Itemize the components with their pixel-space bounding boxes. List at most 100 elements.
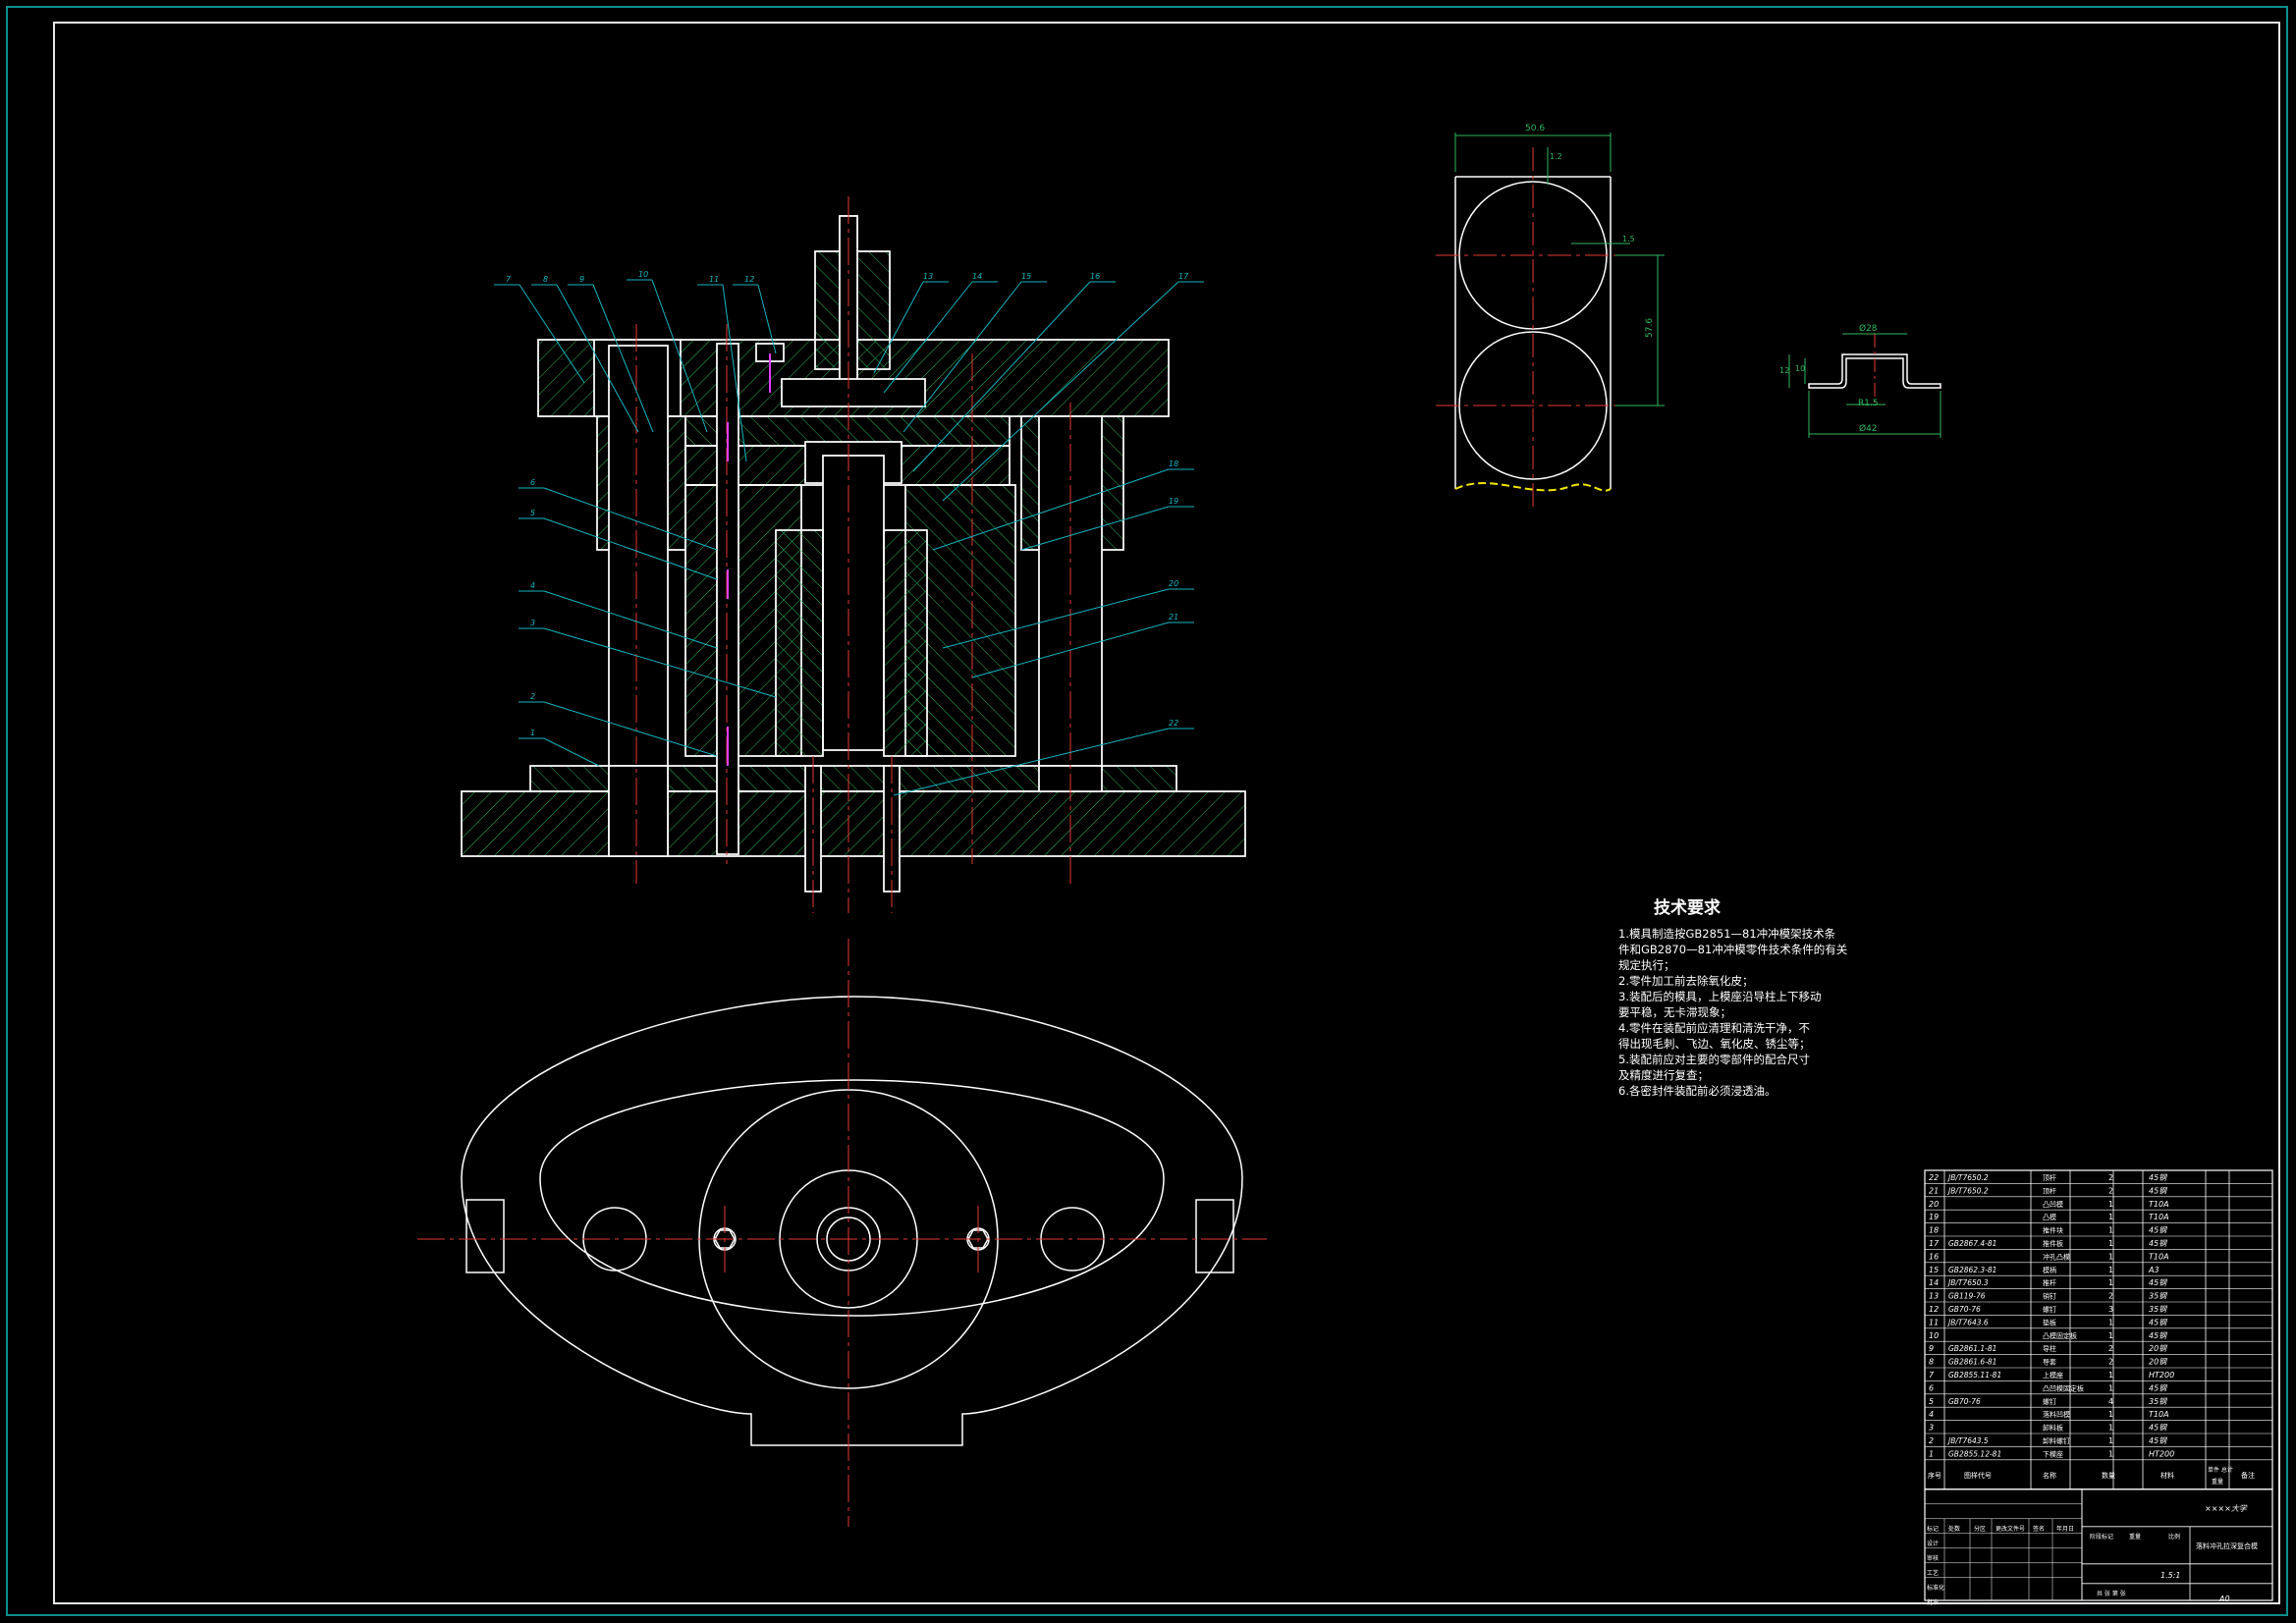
svg-text:11: 11: [1929, 1318, 1939, 1326]
svg-text:12: 12: [1779, 366, 1789, 375]
tech-line: 规定执行；: [1618, 958, 1675, 972]
callout-number: 1: [530, 729, 535, 737]
svg-text:上模座: 上模座: [2043, 1371, 2063, 1380]
svg-text:A3: A3: [2148, 1266, 2159, 1274]
svg-text:35钢: 35钢: [2149, 1292, 2167, 1301]
svg-text:50.6: 50.6: [1525, 124, 1545, 134]
svg-text:螺钉: 螺钉: [2043, 1397, 2056, 1406]
svg-text:批准: 批准: [1927, 1598, 1939, 1606]
svg-text:GB2862.3-81: GB2862.3-81: [1948, 1266, 1996, 1274]
svg-text:1: 1: [2108, 1318, 2113, 1326]
svg-text:1: 1: [2108, 1266, 2113, 1274]
callout-7: 7: [494, 275, 585, 384]
tech-line: 6.各密封件装配前必须浸透油。: [1618, 1084, 1777, 1098]
svg-text:35钢: 35钢: [2149, 1305, 2167, 1314]
callout-number: 11: [709, 275, 719, 284]
svg-text:序号: 序号: [1928, 1471, 1941, 1480]
svg-text:T10A: T10A: [2149, 1410, 2169, 1419]
callout-number: 4: [530, 581, 535, 590]
svg-text:顶杆: 顶杆: [2043, 1173, 2056, 1182]
svg-text:3: 3: [2108, 1305, 2113, 1314]
svg-text:审核: 审核: [1927, 1554, 1939, 1562]
svg-text:卸料板: 卸料板: [2043, 1424, 2063, 1433]
svg-text:更改文件号: 更改文件号: [1995, 1525, 2025, 1533]
bolt-threads: [727, 353, 771, 766]
callout-2: 2: [519, 692, 718, 757]
svg-text:1: 1: [2108, 1424, 2113, 1433]
callout-number: 22: [1169, 719, 1178, 728]
callout-17: 17: [942, 272, 1204, 502]
svg-text:冲孔凸模: 冲孔凸模: [2043, 1252, 2070, 1261]
tech-line: 5.装配前应对主要的零部件的配合尺寸: [1618, 1053, 1810, 1066]
svg-text:HT200: HT200: [2149, 1371, 2174, 1380]
svg-text:GB2867.4-81: GB2867.4-81: [1948, 1239, 1996, 1248]
plan-center-lines: [417, 939, 1267, 1527]
svg-text:卸料螺钉: 卸料螺钉: [2043, 1436, 2070, 1445]
svg-text:重量: 重量: [2129, 1533, 2141, 1541]
svg-text:T10A: T10A: [2149, 1200, 2169, 1209]
svg-text:螺钉: 螺钉: [2043, 1305, 2056, 1314]
svg-text:20钢: 20钢: [2149, 1344, 2167, 1353]
svg-text:GB2855.12-81: GB2855.12-81: [1948, 1449, 2001, 1458]
callout-number: 8: [543, 275, 548, 284]
tech-line: 4.零件在装配前应清理和清洗干净，不: [1618, 1021, 1810, 1035]
svg-text:名称: 名称: [2043, 1471, 2056, 1480]
svg-text:Ø28: Ø28: [1859, 323, 1878, 334]
svg-text:JB/T7650.2: JB/T7650.2: [1946, 1186, 1989, 1195]
school-name: ××××大学: [2205, 1504, 2248, 1513]
svg-text:12: 12: [1929, 1305, 1939, 1314]
svg-text:8: 8: [1929, 1358, 1934, 1367]
svg-text:45钢: 45钢: [2149, 1318, 2167, 1326]
svg-text:45钢: 45钢: [2149, 1226, 2167, 1235]
svg-text:HT200: HT200: [2149, 1449, 2174, 1458]
svg-text:45钢: 45钢: [2149, 1173, 2167, 1182]
svg-text:20钢: 20钢: [2149, 1358, 2167, 1367]
tech-line: 及精度进行复查；: [1618, 1068, 1709, 1082]
callout-number: 20: [1169, 579, 1178, 588]
callout-number: 2: [530, 692, 535, 701]
svg-text:1: 1: [2108, 1278, 2113, 1287]
svg-text:工艺: 工艺: [1927, 1569, 1939, 1577]
svg-text:1.2: 1.2: [1550, 152, 1562, 161]
callout-4: 4: [519, 581, 718, 649]
callout-19: 19: [1020, 497, 1194, 551]
callout-3: 3: [519, 619, 777, 698]
callout-number: 12: [744, 275, 754, 284]
svg-text:顶杆: 顶杆: [2043, 1186, 2056, 1195]
svg-text:JB/T7650.3: JB/T7650.3: [1946, 1278, 1989, 1287]
callout-number: 3: [530, 619, 535, 627]
svg-text:标准化: 标准化: [1927, 1584, 1944, 1592]
svg-text:3: 3: [1929, 1424, 1934, 1433]
svg-text:45钢: 45钢: [2149, 1186, 2167, 1195]
svg-text:下模座: 下模座: [2043, 1449, 2063, 1458]
svg-text:签名: 签名: [2033, 1525, 2045, 1533]
scale: 1.5:1: [2160, 1571, 2181, 1580]
svg-text:1: 1: [2108, 1200, 2113, 1209]
tech-line: 3.装配后的模具，上模座沿导柱上下移动: [1618, 990, 1822, 1003]
svg-text:GB2861.6-81: GB2861.6-81: [1948, 1358, 1996, 1367]
svg-text:垫板: 垫板: [2043, 1318, 2056, 1326]
svg-text:7: 7: [1929, 1371, 1935, 1380]
svg-text:1: 1: [2108, 1331, 2113, 1340]
technical-requirements: 技术要求 1.模具制造按GB2851—81冲冲模架技术条 件和GB2870—81…: [1618, 893, 1854, 1099]
bom-header: 序号图样代号名称数量材料单件 总计重量备注: [1928, 1466, 2255, 1486]
svg-text:T10A: T10A: [2149, 1213, 2169, 1221]
svg-text:模柄: 模柄: [2043, 1266, 2056, 1274]
svg-text:导套: 导套: [2043, 1358, 2056, 1367]
svg-text:T10A: T10A: [2149, 1252, 2169, 1261]
